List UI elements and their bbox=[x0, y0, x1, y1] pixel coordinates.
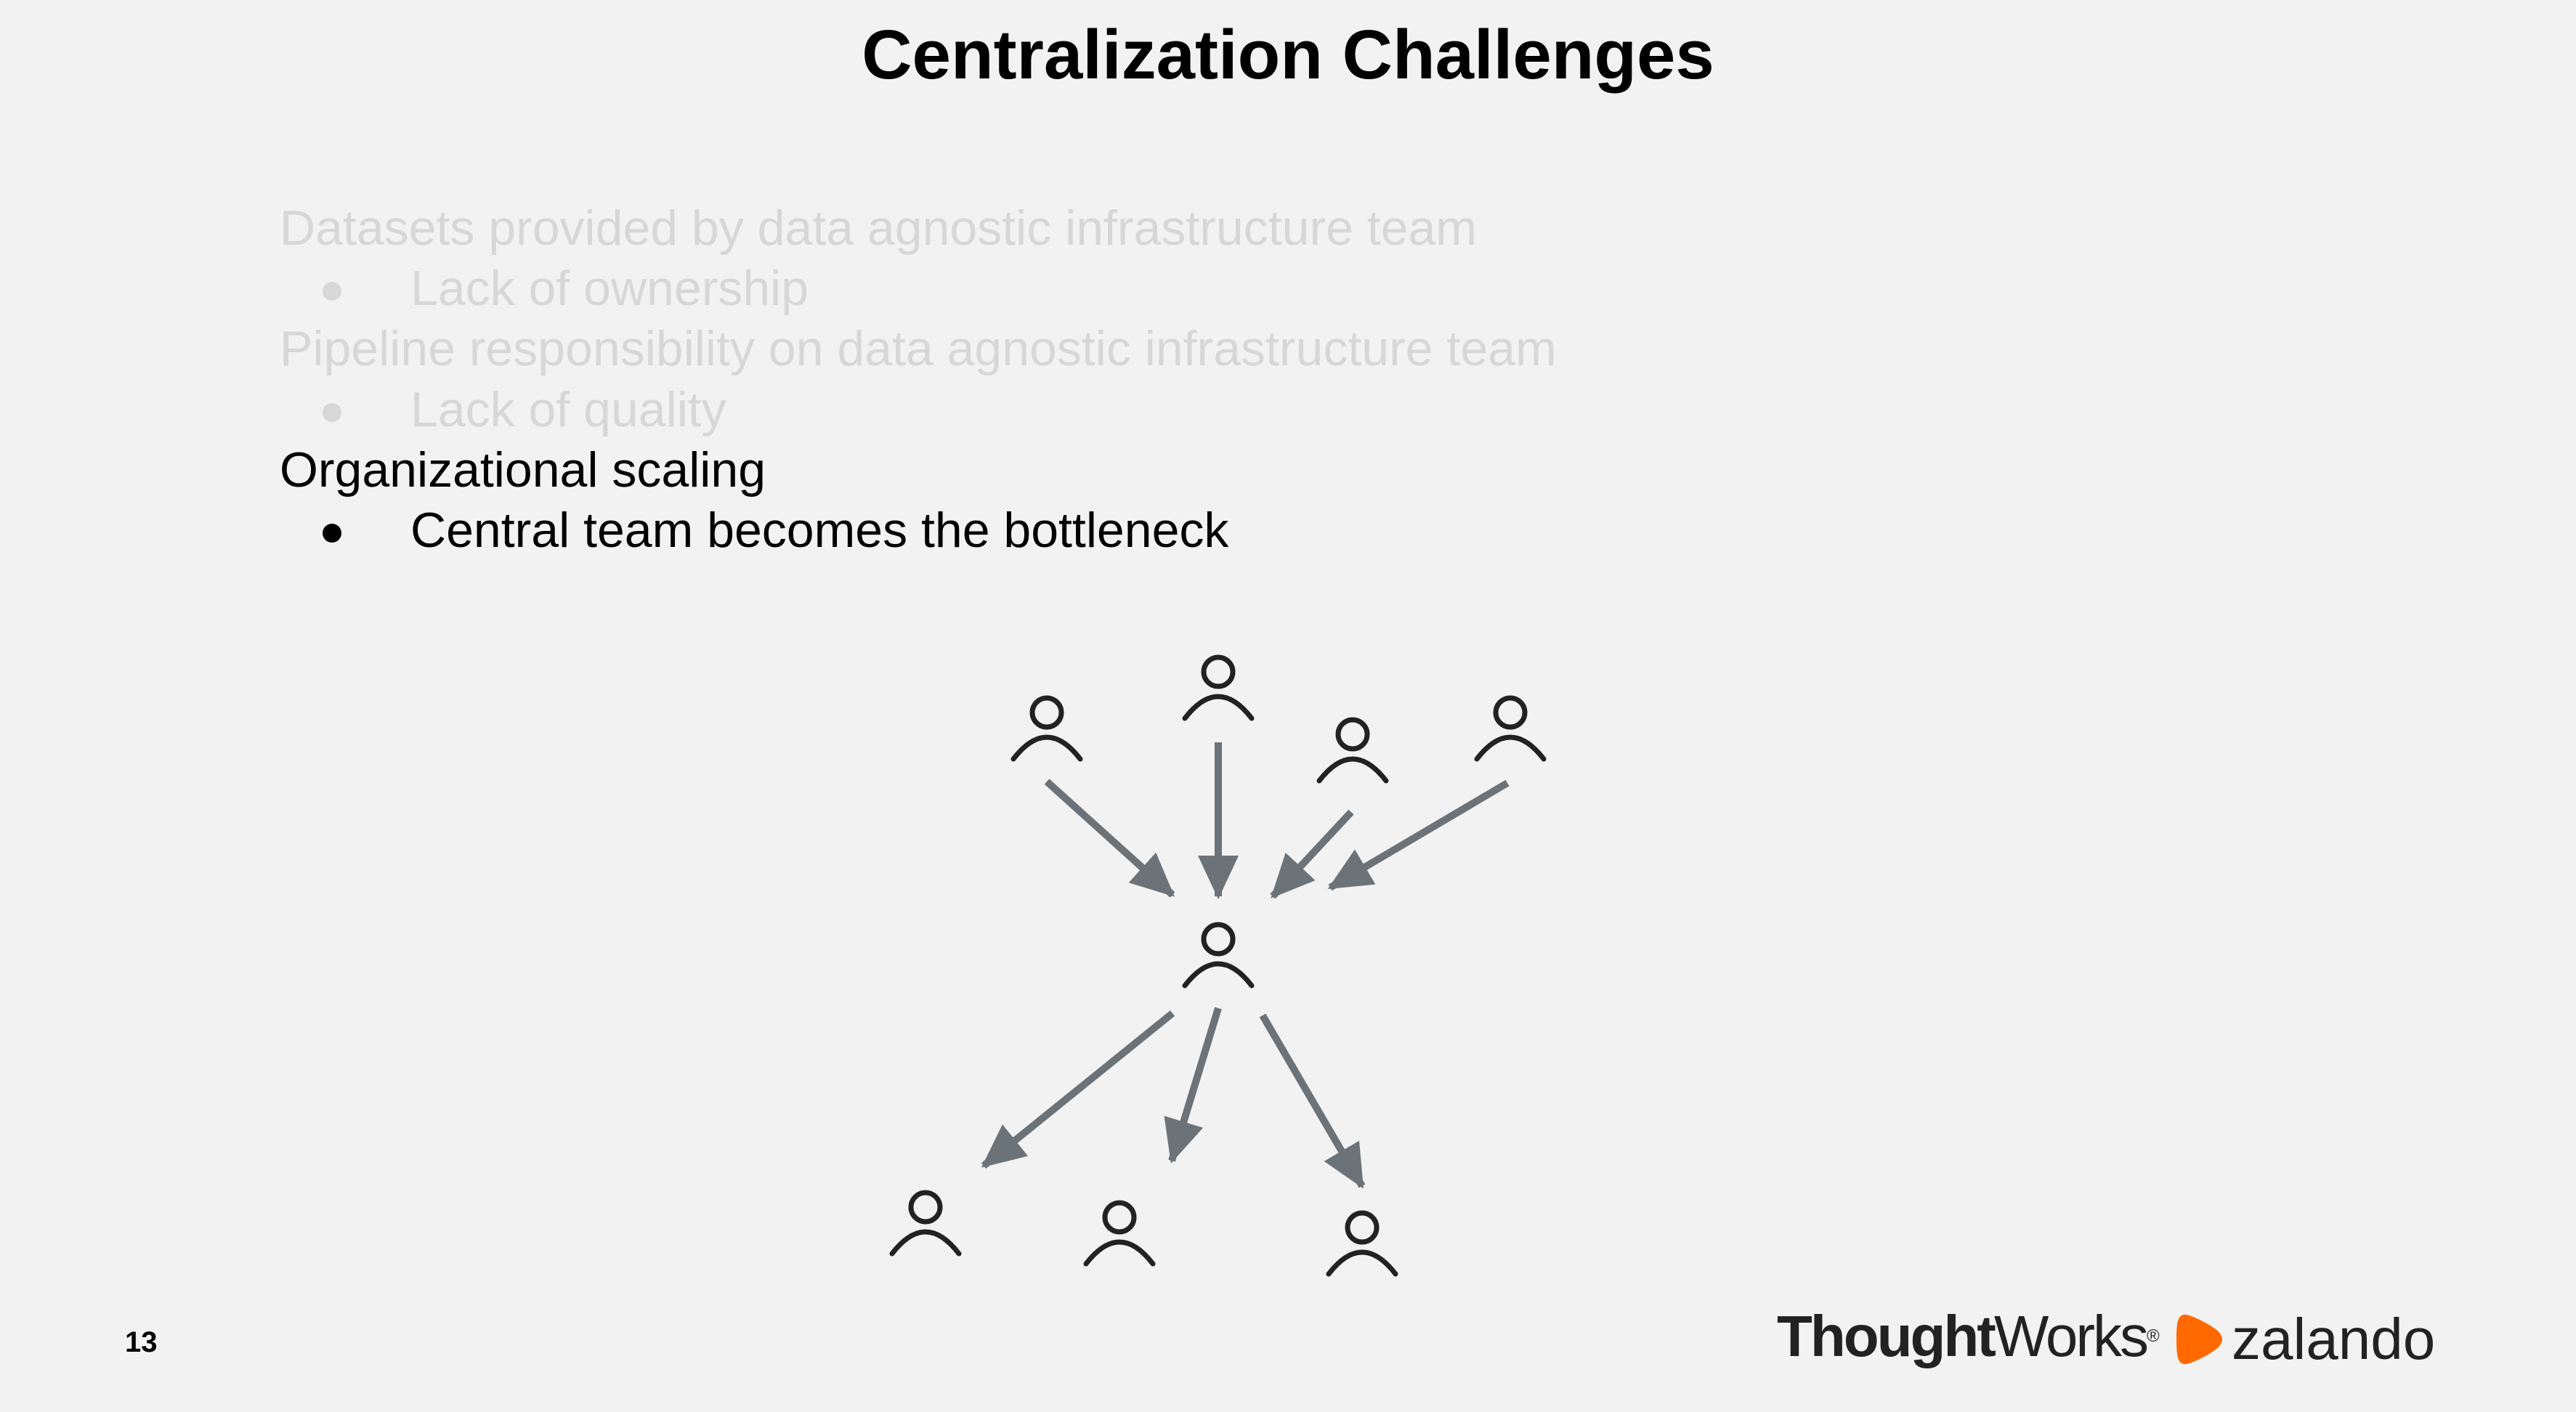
subpoint-ownership: Lack of ownership bbox=[410, 261, 809, 316]
thoughtworks-logo-regular: Works bbox=[1993, 1304, 2149, 1368]
zalando-mark-icon bbox=[2176, 1314, 2222, 1365]
arrow-out bbox=[981, 1010, 1175, 1169]
person-icon bbox=[1329, 1213, 1396, 1274]
bullet-icon bbox=[323, 282, 341, 301]
thoughtworks-logo: ThoughtWorks® bbox=[1777, 1302, 2160, 1371]
arrow-in bbox=[1270, 809, 1354, 899]
subpoint-bottleneck: Central team becomes the bottleneck bbox=[410, 503, 1229, 558]
arrow-out bbox=[1164, 1007, 1222, 1164]
person-icon bbox=[1477, 698, 1544, 759]
arrow-out bbox=[1259, 1013, 1366, 1189]
bullet-icon bbox=[323, 403, 341, 422]
person-icon bbox=[1185, 657, 1252, 718]
slide-title: Centralization Challenges bbox=[862, 16, 1714, 94]
arrow-in bbox=[1327, 779, 1510, 891]
point-pipeline: Pipeline responsibility on data agnostic… bbox=[280, 321, 1557, 376]
subpoint-quality: Lack of quality bbox=[410, 382, 726, 437]
bullet-icon bbox=[323, 524, 341, 543]
point-datasets: Datasets provided by data agnostic infra… bbox=[280, 200, 1477, 256]
point-scaling: Organizational scaling bbox=[280, 442, 766, 498]
thoughtworks-logo-bold: Thought bbox=[1777, 1304, 1996, 1368]
zalando-wordmark: zalando bbox=[2232, 1307, 2436, 1371]
person-icon bbox=[1013, 698, 1080, 759]
person-icon bbox=[1086, 1203, 1153, 1264]
arrow-in bbox=[1044, 779, 1175, 898]
person-icon bbox=[1319, 720, 1386, 781]
page-number: 13 bbox=[125, 1326, 158, 1358]
person-icon bbox=[892, 1193, 959, 1254]
zalando-logo: zalando bbox=[2174, 1305, 2435, 1374]
trademark-mark: ® bbox=[2147, 1326, 2160, 1346]
central-person-icon bbox=[1185, 925, 1252, 986]
